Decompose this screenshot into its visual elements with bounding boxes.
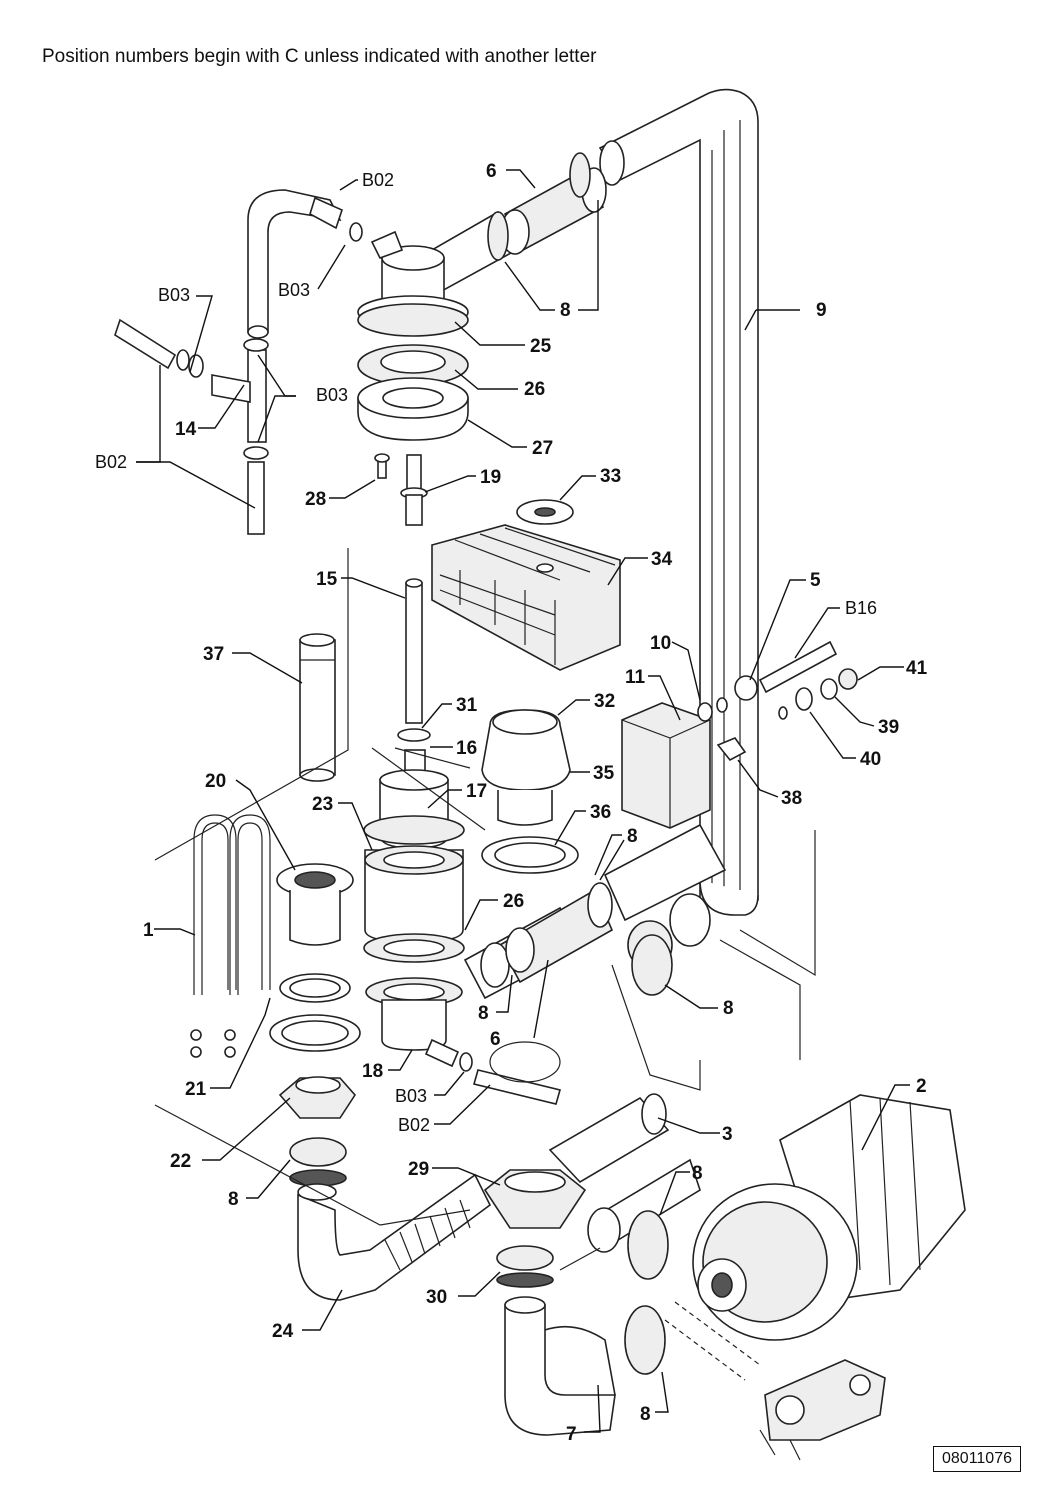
label-23: 23 xyxy=(312,794,333,815)
heating-element-1 xyxy=(190,814,271,1058)
nut-22 xyxy=(278,1076,357,1187)
label-10: 10 xyxy=(650,633,671,654)
label-36: 36 xyxy=(590,802,611,823)
label-3: 3 xyxy=(722,1124,733,1145)
label-8-top: 8 xyxy=(560,300,571,321)
small-assembly xyxy=(759,1359,886,1461)
drawing-code-box: 08011076 xyxy=(933,1446,1021,1472)
label-b03-top: B03 xyxy=(278,280,310,300)
label-11: 11 xyxy=(625,667,646,688)
label-35: 35 xyxy=(593,763,615,784)
strainer-basket-34 xyxy=(431,524,621,671)
chamber-lower xyxy=(363,728,561,1105)
pipe-3 xyxy=(548,1093,701,1271)
elbow-7 xyxy=(496,1245,616,1436)
label-b03-tee: B03 xyxy=(316,385,348,405)
leader-lines xyxy=(136,169,910,1433)
middle-pipe-6 xyxy=(463,823,727,1000)
label-22: 22 xyxy=(170,1151,191,1172)
label-5: 5 xyxy=(810,570,821,591)
shaft-19 xyxy=(400,454,428,526)
label-26-mid: 26 xyxy=(503,891,524,912)
tube-15 xyxy=(405,578,423,724)
fittings-5-39-40-41 xyxy=(734,640,858,720)
label-29: 29 xyxy=(408,1159,429,1180)
label-8-bottom: 8 xyxy=(640,1404,651,1425)
label-33: 33 xyxy=(600,466,621,487)
label-b03-left: B03 xyxy=(158,285,190,305)
part-geometry xyxy=(114,88,966,1461)
label-37: 37 xyxy=(203,644,224,665)
label-b02-bottom: B02 xyxy=(398,1115,430,1135)
label-6-mid: 6 xyxy=(490,1029,501,1050)
tube-37 xyxy=(299,633,336,782)
label-26-top: 26 xyxy=(524,379,545,400)
label-15: 15 xyxy=(316,569,338,590)
label-25: 25 xyxy=(530,336,552,357)
screw-28 xyxy=(374,453,390,479)
label-2: 2 xyxy=(916,1076,927,1097)
label-8-left: 8 xyxy=(228,1189,239,1210)
top-hose-b02 xyxy=(247,189,343,339)
label-40: 40 xyxy=(860,749,881,770)
frame-lines xyxy=(154,548,701,1226)
label-38: 38 xyxy=(781,788,802,809)
label-7: 7 xyxy=(566,1424,577,1445)
label-1: 1 xyxy=(143,920,154,941)
label-b16: B16 xyxy=(845,598,877,618)
cap-32-35 xyxy=(481,709,571,826)
label-34: 34 xyxy=(651,549,673,570)
label-39: 39 xyxy=(878,717,899,738)
pump-2 xyxy=(664,1094,966,1381)
tee-fitting xyxy=(349,222,469,337)
label-17: 17 xyxy=(466,781,487,802)
hose-24 xyxy=(297,1173,492,1301)
label-27: 27 xyxy=(532,438,553,459)
label-24: 24 xyxy=(272,1321,294,1342)
label-19: 19 xyxy=(480,467,501,488)
flange-stack xyxy=(357,344,469,441)
label-8-right: 8 xyxy=(723,998,734,1019)
box-11 xyxy=(621,697,747,829)
label-20: 20 xyxy=(205,771,226,792)
label-8-mid-right: 8 xyxy=(627,826,638,847)
label-31: 31 xyxy=(456,695,478,716)
label-b02-top: B02 xyxy=(362,170,394,190)
gasket-36 xyxy=(481,836,579,874)
position-number-note: Position numbers begin with C unless ind… xyxy=(42,46,597,67)
label-8-mid: 8 xyxy=(478,1003,489,1024)
cap-33 xyxy=(516,499,574,525)
label-b02-left: B02 xyxy=(95,452,127,472)
riser-pipe-9 xyxy=(598,88,816,1060)
label-21: 21 xyxy=(185,1079,207,1100)
label-30: 30 xyxy=(426,1287,447,1308)
label-16: 16 xyxy=(456,738,477,759)
seal-ring xyxy=(489,1041,561,1083)
nut-29 xyxy=(483,1169,587,1229)
label-9: 9 xyxy=(816,300,827,321)
label-8-pump: 8 xyxy=(692,1163,703,1184)
label-14: 14 xyxy=(175,419,197,440)
label-32: 32 xyxy=(594,691,615,712)
pump-clamps-8 xyxy=(624,934,673,1375)
tee-14 xyxy=(114,318,269,535)
label-6-top: 6 xyxy=(486,161,497,182)
label-28: 28 xyxy=(305,489,326,510)
label-b03-bottom: B03 xyxy=(395,1086,427,1106)
label-41: 41 xyxy=(906,658,928,679)
callout-labels: B02 B03 B03 B03 B02 14 6 8 25 26 27 9 28… xyxy=(95,161,928,1445)
bushing-20 xyxy=(269,863,361,1052)
label-18: 18 xyxy=(362,1061,383,1082)
